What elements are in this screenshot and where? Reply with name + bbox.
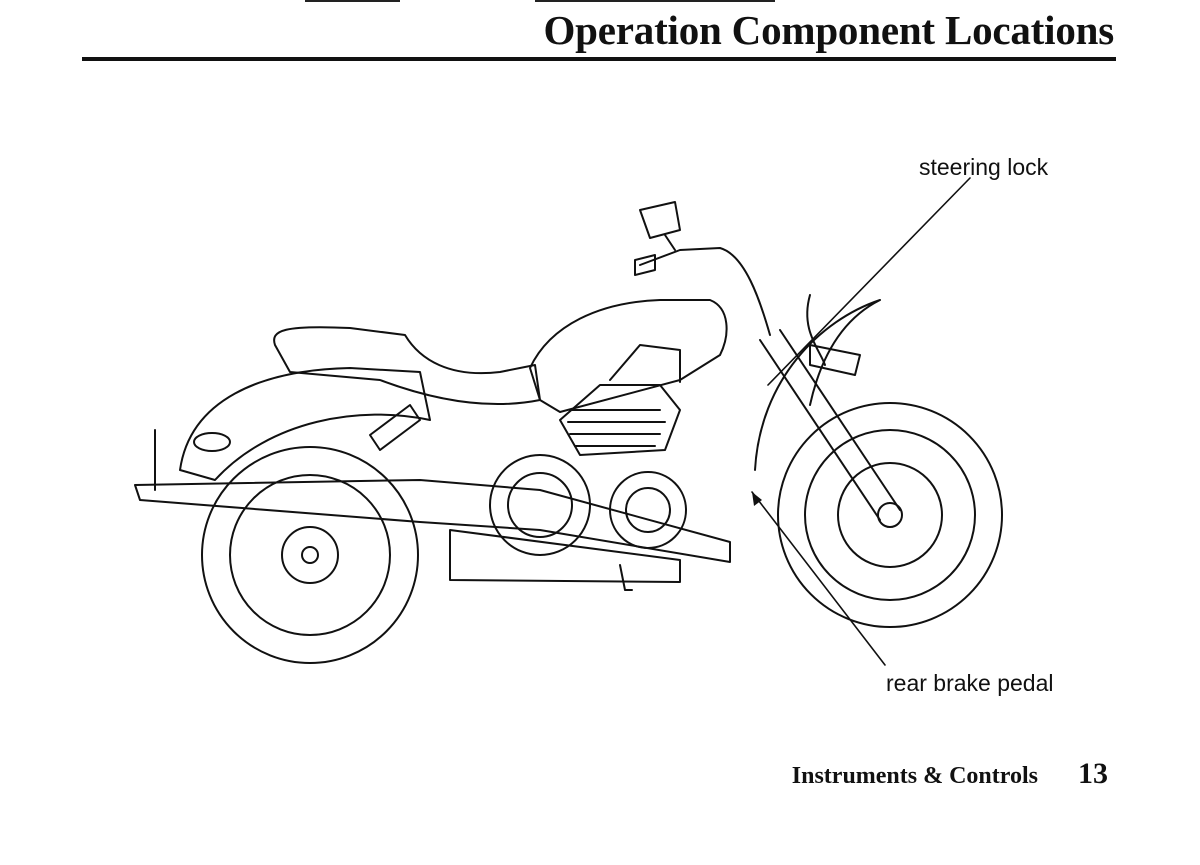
callout-rear-brake-pedal: rear brake pedal: [886, 670, 1054, 696]
exhaust-pipe: [134, 479, 731, 563]
header-tick: [305, 0, 400, 2]
motorcycle-illustration: [134, 177, 1003, 666]
muffler: [449, 529, 681, 583]
mirror: [639, 201, 681, 239]
leader-arrowhead: [752, 492, 762, 506]
leader-line-rear-brake-pedal: [751, 491, 886, 666]
turn-signal: [809, 344, 861, 376]
front-fork: [759, 329, 901, 521]
page-number: 13: [1078, 757, 1108, 790]
seat: [273, 326, 541, 406]
header-tick: [535, 0, 775, 2]
header-top-marks: [0, 0, 1200, 4]
rear-wheel: [201, 446, 419, 664]
callout-steering-lock: steering lock: [919, 154, 1049, 180]
front-fender: [754, 299, 881, 471]
tail-light: [193, 432, 231, 452]
rear-shock: [369, 404, 421, 451]
handlebar: [639, 247, 771, 336]
rear-fender: [179, 367, 431, 481]
title-rule: [82, 57, 1116, 61]
side-stand: [619, 564, 633, 591]
leader-line-steering-lock: [767, 177, 971, 386]
fender-edge: [806, 294, 826, 366]
page-footer: Instruments & Controls 13: [792, 757, 1108, 791]
engine: [489, 344, 687, 556]
footer-section-name: Instruments & Controls: [791, 763, 1038, 789]
front-wheel: [777, 402, 1003, 628]
page-title: Operation Component Locations: [543, 7, 1114, 53]
mirror-stem: [664, 234, 676, 251]
fuel-tank: [529, 299, 728, 413]
